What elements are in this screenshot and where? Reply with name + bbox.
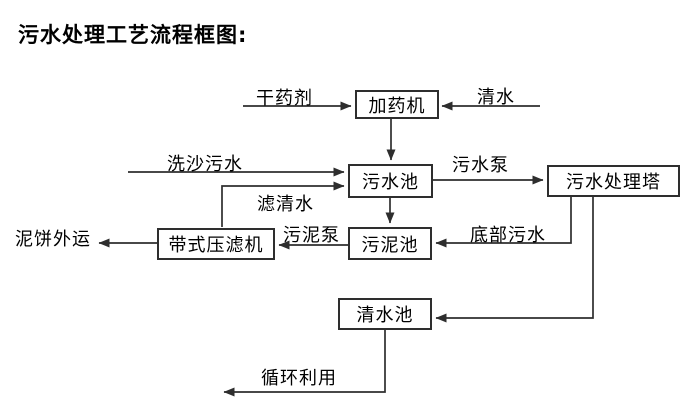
flow-node-label: 加药机 bbox=[368, 95, 426, 117]
flow-node-clean-water-pool: 清水池 bbox=[338, 298, 432, 330]
edge-label-clean-water-in: 清水 bbox=[477, 87, 515, 108]
flow-node-sludge-pool: 污泥池 bbox=[348, 227, 432, 260]
flow-node-sewage-treatment-tower: 污水处理塔 bbox=[547, 165, 680, 197]
flow-node-label: 清水池 bbox=[356, 305, 414, 326]
arrow-tower-to-clean-water-pool bbox=[435, 197, 594, 323]
arrow-filtered-water-to-sewage-pool bbox=[221, 181, 345, 227]
arrow-bottom-sewage-to-sludge-pool bbox=[435, 197, 572, 248]
flow-node-sewage-pool: 污水池 bbox=[348, 164, 433, 198]
edge-label-recycling: 循环利用 bbox=[261, 368, 337, 389]
edge-label-sand-washing-sewage: 洗沙污水 bbox=[167, 154, 243, 175]
edge-label-mud-cake-outbound: 泥饼外运 bbox=[15, 229, 91, 250]
arrow-clean-water-pool-to-recycle bbox=[223, 330, 386, 397]
edge-label-sewage-pump: 污水泵 bbox=[452, 155, 509, 176]
edge-label-filtered-water: 滤清水 bbox=[257, 194, 314, 215]
edge-label-dry-agent: 干药剂 bbox=[256, 88, 313, 109]
flow-node-belt-filter-press: 带式压滤机 bbox=[157, 228, 275, 260]
edge-label-sludge-pump: 污泥泵 bbox=[283, 225, 340, 246]
flow-node-label: 污水池 bbox=[362, 172, 419, 193]
page-title: 污水处理工艺流程框图: bbox=[18, 23, 248, 47]
flow-node-dosing-machine: 加药机 bbox=[355, 90, 439, 119]
flow-node-label: 污水处理塔 bbox=[566, 172, 661, 193]
flow-node-label: 带式压滤机 bbox=[168, 235, 264, 256]
flow-node-label: 污泥池 bbox=[361, 234, 419, 256]
edge-label-bottom-sewage: 底部污水 bbox=[470, 225, 546, 246]
